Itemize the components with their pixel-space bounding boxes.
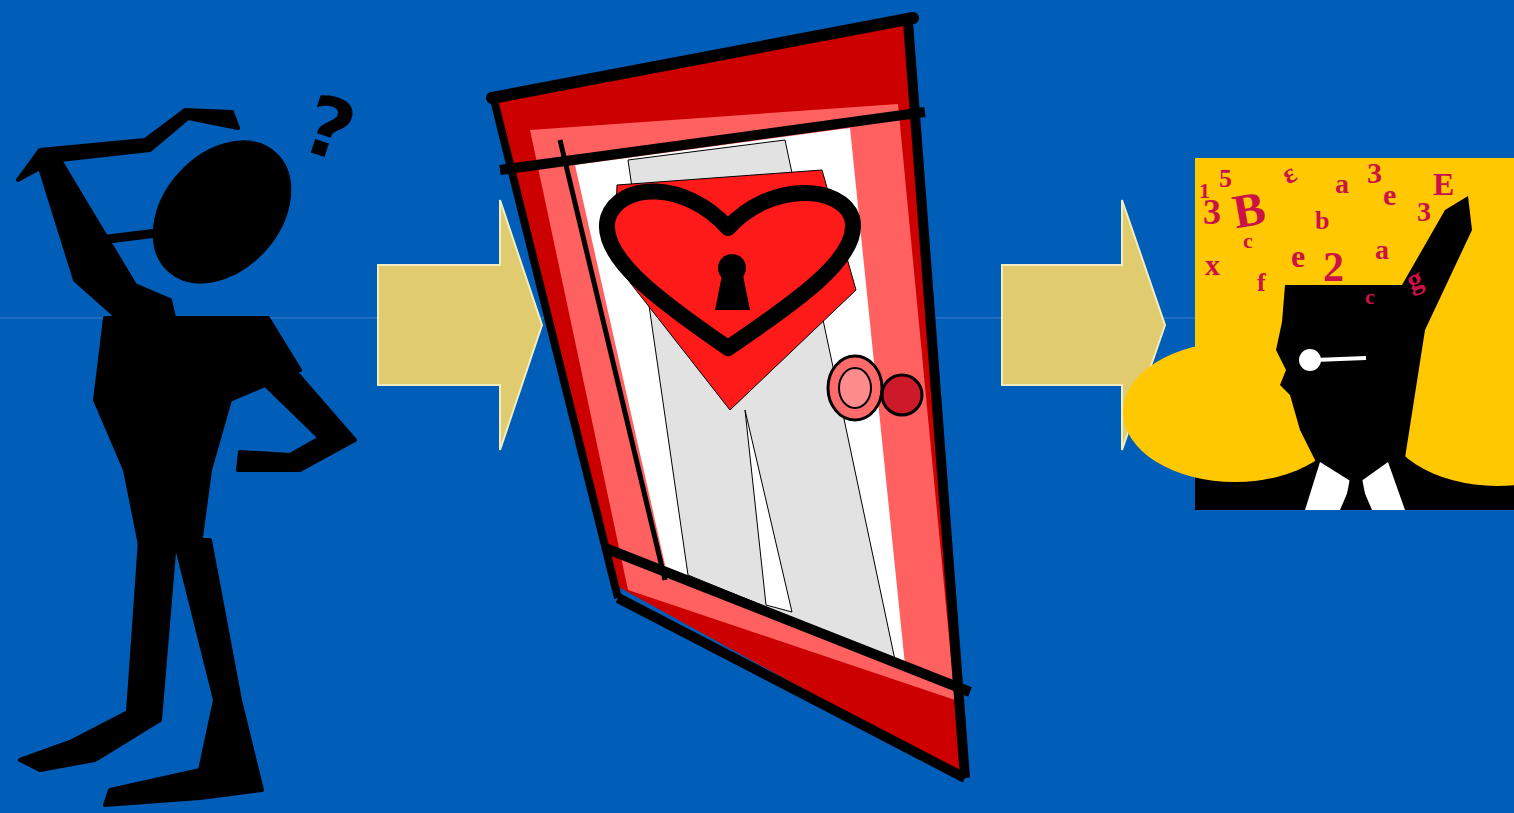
eye-line xyxy=(1315,358,1366,360)
thought-box: 15εa3E3Bbe3caxe2gfc xyxy=(1195,158,1514,510)
door-knob xyxy=(839,368,871,408)
heart-door xyxy=(492,18,970,778)
thought-glyph: f xyxy=(1257,270,1266,296)
thought-glyph: c xyxy=(1365,286,1375,308)
thought-glyph: B xyxy=(1229,184,1269,237)
thought-glyph: a xyxy=(1335,170,1349,198)
head-profile xyxy=(1276,196,1472,470)
door-knob xyxy=(828,356,882,420)
thinking-head xyxy=(1123,158,1514,510)
thought-glyph: 3 xyxy=(1203,194,1221,230)
door-crease xyxy=(745,410,792,612)
figure-hip-arm xyxy=(238,325,355,470)
thought-glyph: b xyxy=(1315,208,1329,234)
thought-glyph: g xyxy=(1402,262,1426,295)
figure-nose xyxy=(100,232,165,240)
figure-raised-arm xyxy=(18,110,238,322)
frame-edge xyxy=(560,140,665,580)
door-panel xyxy=(530,104,955,700)
thought-glyph: 3 xyxy=(1367,158,1382,188)
figure-left-leg xyxy=(20,540,175,770)
thought-glyph: e xyxy=(1383,180,1396,210)
frame-edge xyxy=(908,22,965,778)
frame-edge xyxy=(494,100,618,598)
frame-edge xyxy=(492,18,913,98)
door-knob-base xyxy=(882,375,922,415)
thought-glyph: ε xyxy=(1277,159,1301,189)
keyhole xyxy=(715,275,750,310)
thought-glyph: x xyxy=(1205,250,1220,280)
shirt-collar xyxy=(1360,462,1405,510)
thought-glyph: c xyxy=(1243,230,1253,252)
shirt-collar xyxy=(1305,462,1352,510)
confused-figure xyxy=(18,110,355,805)
figure-right-leg xyxy=(105,540,262,805)
question-mark: ? xyxy=(293,83,364,176)
thought-glyph: e xyxy=(1291,240,1305,272)
door-bar xyxy=(605,548,970,692)
thought-glyph: a xyxy=(1375,236,1389,264)
block-arrow xyxy=(378,200,542,450)
door-opening xyxy=(575,128,905,665)
tie xyxy=(1344,478,1368,510)
thought-glyph: 3 xyxy=(1417,198,1431,226)
thought-glyph: 2 xyxy=(1323,246,1344,288)
thought-glyph: E xyxy=(1433,168,1454,200)
heart-lock xyxy=(607,191,853,348)
